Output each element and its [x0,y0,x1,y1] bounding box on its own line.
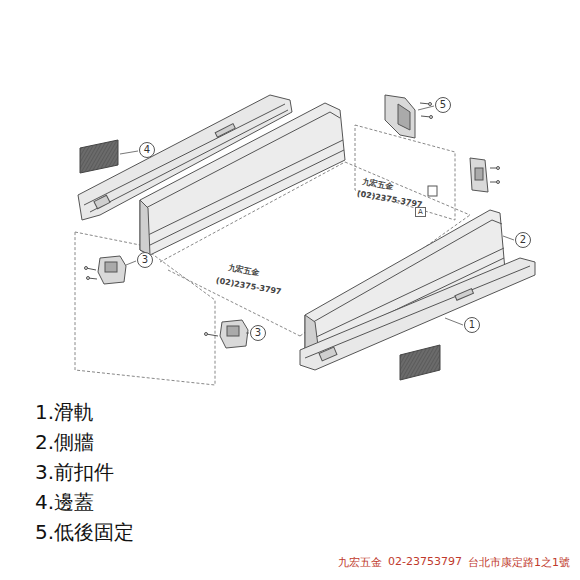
rear-bracket [385,95,500,196]
callout-circle: 4 [139,142,155,158]
footer-text: 九宏五金 [338,555,382,570]
callout-circle: 5 [435,97,451,113]
footer-text: 02-23753797 [388,555,462,570]
callout-circle: 3 [137,252,153,268]
cover-plate [80,140,118,173]
callout-circle: 3 [250,325,266,341]
footer: 九宏五金 02-23753797 台北市康定路1之1號 [338,555,570,570]
callout-number: 3 [255,328,261,338]
leader-line [120,106,514,333]
callout-circle: 2 [515,232,531,248]
part-list-item: 3.前扣件 [35,462,114,482]
side-wall-left [140,103,345,255]
part-mark: A [415,207,426,217]
callout-number: 4 [144,145,150,155]
callout-number: 5 [440,100,446,110]
front-clip [85,256,249,348]
watermark: 九宏五金 [227,262,260,278]
footer-text: 台北市康定路1之1號 [468,555,570,570]
part-list-item: 1.滑軌 [35,402,94,422]
part-list-item: 4.邊蓋 [35,492,94,512]
callout-circle: 1 [464,317,480,333]
callout-number: 1 [469,320,475,330]
watermark: (02)2375-3797 [356,189,423,209]
watermark: (02)2375-3797 [215,276,282,296]
cover-plate [400,345,440,380]
callout-number: 3 [142,255,148,265]
callout-number: 2 [520,235,526,245]
part-list-item: 5.低後固定 [35,522,134,542]
part-list-item: 2.側牆 [35,432,94,452]
